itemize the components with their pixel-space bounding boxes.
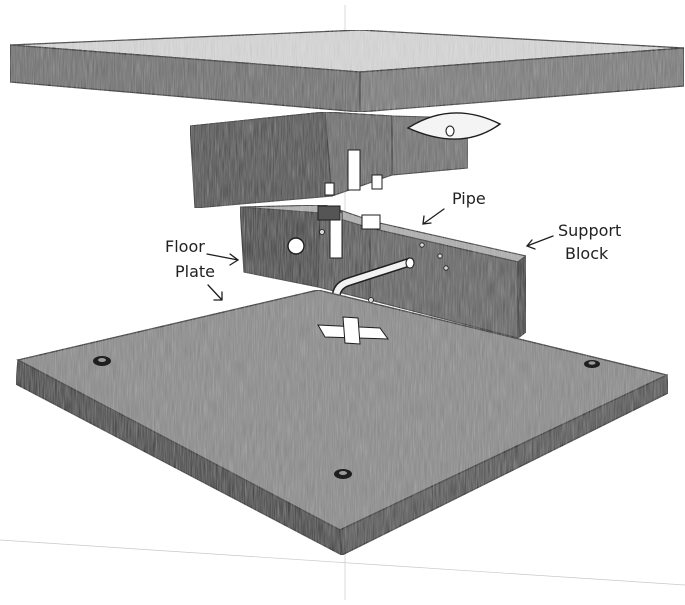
top-plate-front-right-face <box>359 47 685 113</box>
floor-plate-right-face <box>339 373 669 557</box>
support-block-bore <box>287 237 305 255</box>
label-support: Support <box>558 221 621 240</box>
label-arrows <box>206 208 554 301</box>
support-block-slots <box>329 211 381 259</box>
arrow-support <box>525 235 554 250</box>
arrow-plate <box>207 284 223 301</box>
label-pipe: Pipe <box>452 189 486 208</box>
upper-block-slot-right <box>371 174 383 190</box>
label-floor: Floor <box>165 237 205 256</box>
floor-plate <box>15 289 669 557</box>
arrow-pipe <box>422 208 445 225</box>
upper-block-front-face <box>189 111 333 209</box>
arrow-floor <box>206 253 240 266</box>
label-block: Block <box>565 244 609 263</box>
support-block-end-face <box>517 254 527 340</box>
eye-bracket <box>406 112 502 140</box>
pipe-sleeve <box>317 205 341 221</box>
support-block-front-face <box>239 206 321 288</box>
eye-bracket-hole <box>445 125 455 137</box>
upper-block-slots <box>324 149 383 196</box>
floor-plate-cross-cutout <box>317 316 390 345</box>
support-block-pinholes <box>319 229 449 303</box>
upper-block-slot-small <box>324 182 335 196</box>
label-plate: Plate <box>175 262 215 281</box>
eye-bracket-body <box>406 112 502 140</box>
upper-block-slot-left <box>347 149 361 191</box>
pipe-end <box>405 257 415 269</box>
top-plate <box>9 29 685 113</box>
